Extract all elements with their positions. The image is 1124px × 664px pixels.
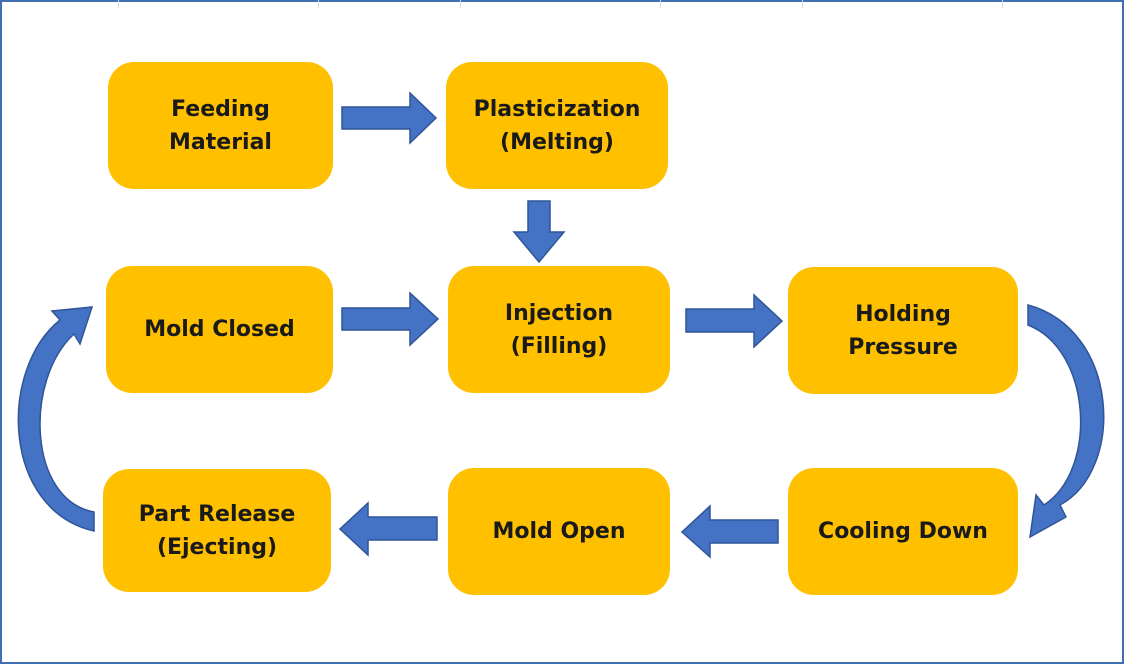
step-mold-open: Mold Open — [448, 468, 670, 595]
arrow-left-icon — [338, 501, 438, 557]
arrow-down-icon — [512, 200, 566, 264]
step-label: Injection (Filling) — [504, 300, 614, 359]
arrow-right-icon — [685, 293, 784, 349]
sheet-gridline — [118, 0, 119, 8]
sheet-gridline — [660, 0, 661, 8]
step-label: Holding Pressure — [848, 301, 958, 360]
step-holding-pressure: Holding Pressure — [788, 267, 1018, 394]
sheet-gridline — [318, 0, 319, 8]
step-cooling-down: Cooling Down — [788, 468, 1018, 595]
arrow-left-icon — [680, 504, 779, 559]
arrow-right-icon — [341, 291, 440, 347]
step-feeding-material: Feeding Material — [108, 62, 333, 189]
step-label: Part Release (Ejecting) — [138, 501, 296, 560]
sheet-gridline — [460, 0, 461, 8]
step-label: Mold Open — [492, 519, 626, 544]
step-injection: Injection (Filling) — [448, 266, 670, 393]
arrow-right-icon — [341, 91, 438, 145]
step-plasticization: Plasticization (Melting) — [446, 62, 668, 189]
step-part-release: Part Release (Ejecting) — [103, 469, 331, 592]
step-mold-closed: Mold Closed — [106, 266, 333, 393]
sheet-gridline — [1002, 0, 1003, 8]
step-label: Feeding Material — [169, 96, 272, 155]
step-label: Cooling Down — [818, 519, 988, 544]
step-label: Mold Closed — [144, 317, 295, 342]
curved-arrow-icon — [17, 306, 95, 532]
curved-arrow-icon — [1027, 304, 1105, 539]
sheet-gridline — [802, 0, 803, 8]
step-label: Plasticization (Melting) — [473, 96, 641, 155]
